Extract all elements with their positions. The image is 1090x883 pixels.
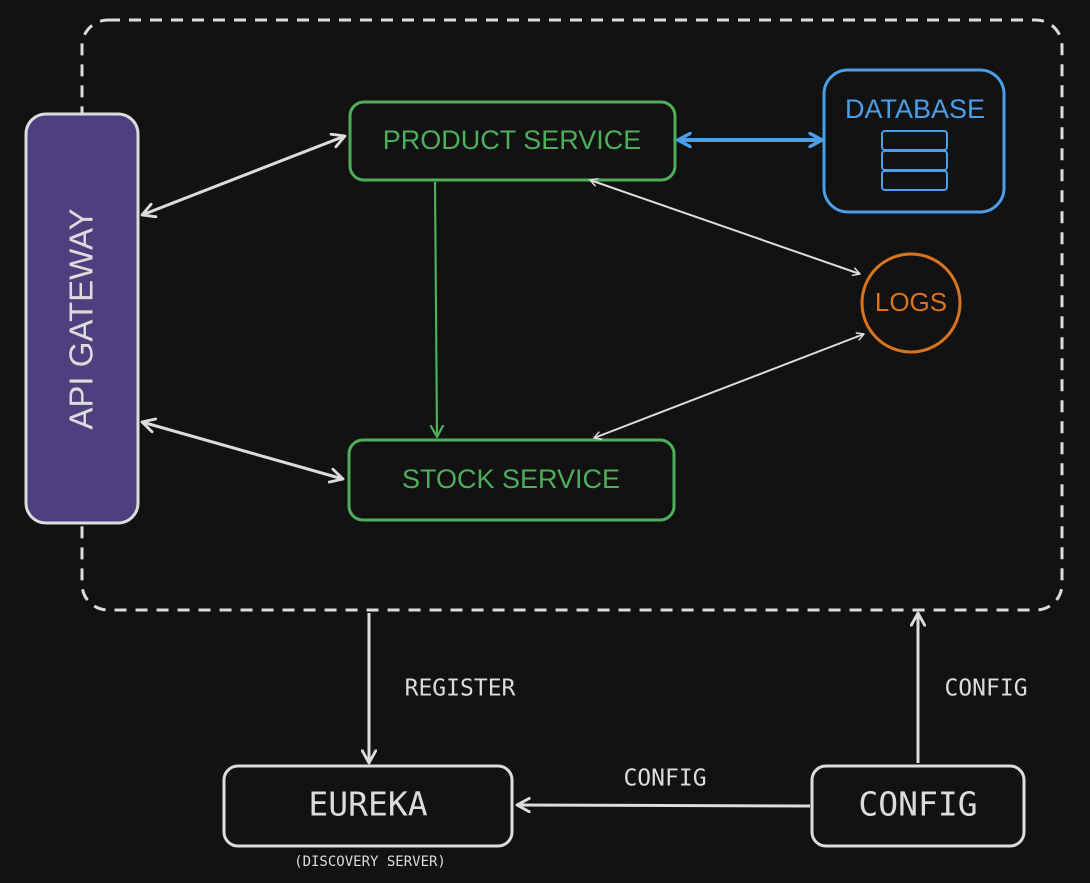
eureka-node: EUREKA (DISCOVERY SERVER): [222, 764, 514, 870]
config-to-eureka-arrow: [517, 805, 811, 806]
config-box: [810, 764, 1026, 848]
stock-service-box: [347, 438, 676, 522]
eureka-box: [222, 764, 514, 848]
logs-label: LOGS: [875, 287, 947, 317]
gateway-stock-arrow: [142, 422, 343, 479]
database-icon: [881, 130, 948, 191]
gateway-product-arrow: [142, 136, 345, 215]
eureka-label: EUREKA: [308, 785, 427, 824]
register-edge-label: REGISTER: [405, 676, 516, 702]
database-label: DATABASE: [845, 94, 985, 124]
product-service-label: PRODUCT SERVICE: [383, 125, 642, 155]
database-node: DATABASE: [822, 68, 1006, 214]
stock-service-node: STOCK SERVICE: [347, 438, 676, 522]
stock-logs-arrow: [593, 332, 865, 440]
service-cluster-boundary: [80, 18, 1064, 612]
config-node: CONFIG: [810, 764, 1026, 848]
api-gateway-label: API GATEWAY: [63, 208, 100, 429]
eureka-sublabel: (DISCOVERY SERVER): [294, 854, 446, 870]
config-label: CONFIG: [858, 785, 977, 824]
stock-service-label: STOCK SERVICE: [402, 464, 620, 494]
config-to-cluster-edge-label: CONFIG: [944, 676, 1027, 702]
logs-node: LOGS: [860, 252, 962, 354]
product-logs-arrow: [589, 177, 861, 277]
api-gateway-box: [24, 112, 140, 525]
config-to-eureka-edge-label: CONFIG: [623, 766, 706, 792]
logs-circle: [860, 252, 962, 354]
product-stock-arrow: [435, 181, 437, 437]
product-service-node: PRODUCT SERVICE: [348, 100, 677, 182]
product-service-box: [348, 100, 677, 182]
database-box: [822, 68, 1006, 214]
api-gateway-node: API GATEWAY: [24, 112, 140, 525]
